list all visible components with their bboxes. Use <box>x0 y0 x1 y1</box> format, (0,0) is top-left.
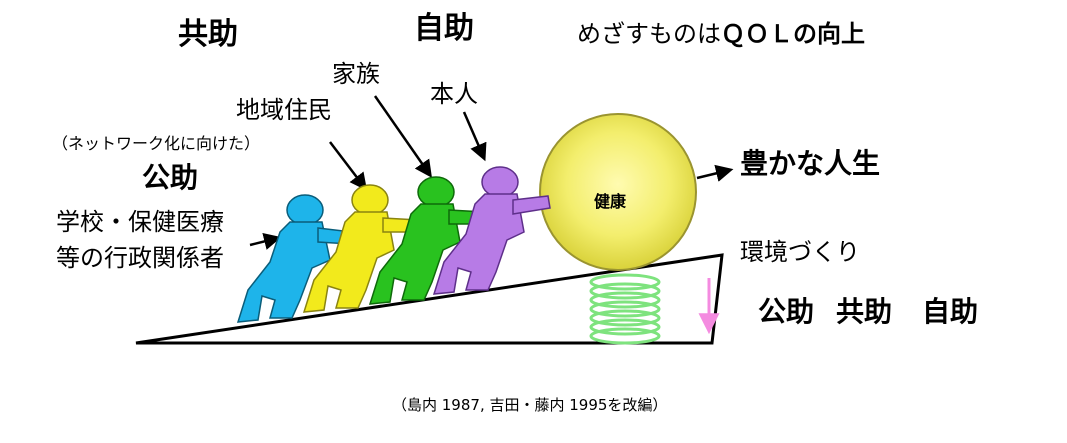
citation: （島内 1987, 吉田・藤内 1995を改編） <box>392 396 668 414</box>
qol-emph: ＱＯＬ <box>721 20 793 48</box>
qol-suffix: の向上 <box>793 20 865 48</box>
label-bottom-jijo: 自助 <box>922 295 979 328</box>
figure-green <box>368 176 485 305</box>
label-yutaka: 豊かな人生 <box>740 147 881 180</box>
arrow-chiiki <box>329 141 368 191</box>
figure-purple <box>432 166 551 295</box>
slope-ramp <box>135 253 724 345</box>
label-network-note: （ネットワーク化に向けた） <box>52 134 261 153</box>
arrow-school <box>249 232 282 250</box>
label-kankyo: 環境づくり <box>740 238 860 266</box>
arrow-honnin <box>462 111 487 162</box>
label-school-line2: 等の行政関係者 <box>56 244 224 272</box>
label-kazoku: 家族 <box>332 60 380 88</box>
label-honnin: 本人 <box>430 80 478 108</box>
label-school-line1: 学校・保健医療 <box>56 208 224 236</box>
label-kyojo-top: 共助 <box>178 17 238 52</box>
arrow-to-rich-life <box>696 164 734 182</box>
label-bottom-kojo: 公助 <box>758 295 815 328</box>
figure-yellow <box>302 184 419 313</box>
health-ball <box>539 113 697 271</box>
arrow-kazoku <box>373 95 432 178</box>
label-qol-goal: めざすものはＱＯＬの向上 <box>577 22 865 46</box>
label-kenko: 健康 <box>594 192 627 211</box>
label-bottom-kyojo: 共助 <box>836 295 893 328</box>
qol-prefix: めざすものは <box>577 20 721 48</box>
label-kojo-left: 公助 <box>142 161 199 194</box>
spring-coil <box>589 273 661 345</box>
label-jijo-top: 自助 <box>414 11 474 46</box>
label-chiiki-jumin: 地域住民 <box>236 96 332 124</box>
